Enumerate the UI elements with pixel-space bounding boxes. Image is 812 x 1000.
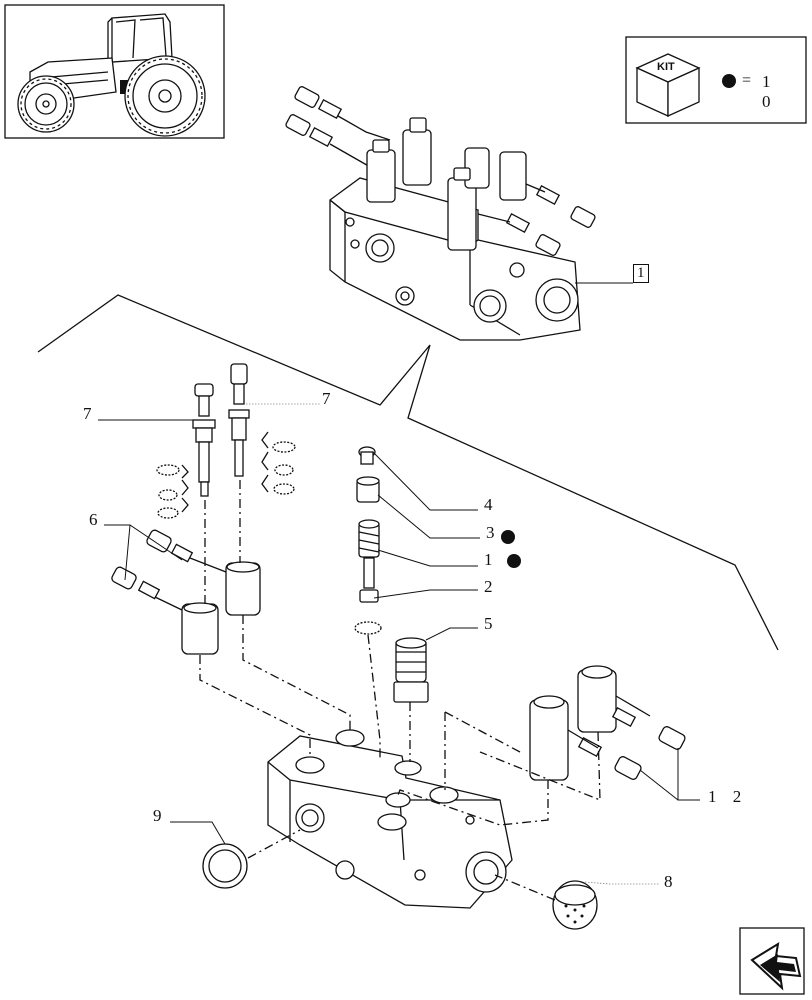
callout-7-right: 7 (322, 389, 337, 408)
kit-marker-1 (507, 554, 521, 568)
callout-1: 1 1 (484, 550, 524, 569)
kit-marker-3 (501, 530, 515, 544)
assembly-lines (199, 480, 601, 901)
valve-assembly-illustration (285, 86, 633, 341)
callout-12: 1 2 (708, 787, 748, 806)
kit-dot-icon (722, 74, 736, 88)
kit-equals: = (742, 72, 752, 89)
callout-2: 2 (484, 577, 499, 596)
kit-box-icon (635, 53, 701, 118)
callout-7-left: 7 (83, 404, 98, 423)
assembly-ref-label: 1 (633, 264, 649, 283)
callout-8: 8 (664, 872, 679, 891)
kit-label: KIT (657, 61, 675, 73)
callout-6: 6 (89, 510, 104, 529)
callout-5: 5 (484, 614, 499, 633)
callout-9: 9 (153, 806, 168, 825)
tractor-thumbnail-icon[interactable] (4, 4, 225, 139)
callout-4: 4 (484, 495, 499, 514)
leader-lines (98, 403, 700, 885)
callout-3: 3 (486, 523, 501, 542)
valve-body-illustration (267, 729, 513, 909)
section-break-line (37, 294, 779, 651)
kit-quantity: 1 0 (762, 72, 781, 111)
kit-legend (625, 36, 807, 124)
next-page-arrow-icon[interactable] (739, 927, 805, 995)
exploded-parts (111, 363, 686, 930)
